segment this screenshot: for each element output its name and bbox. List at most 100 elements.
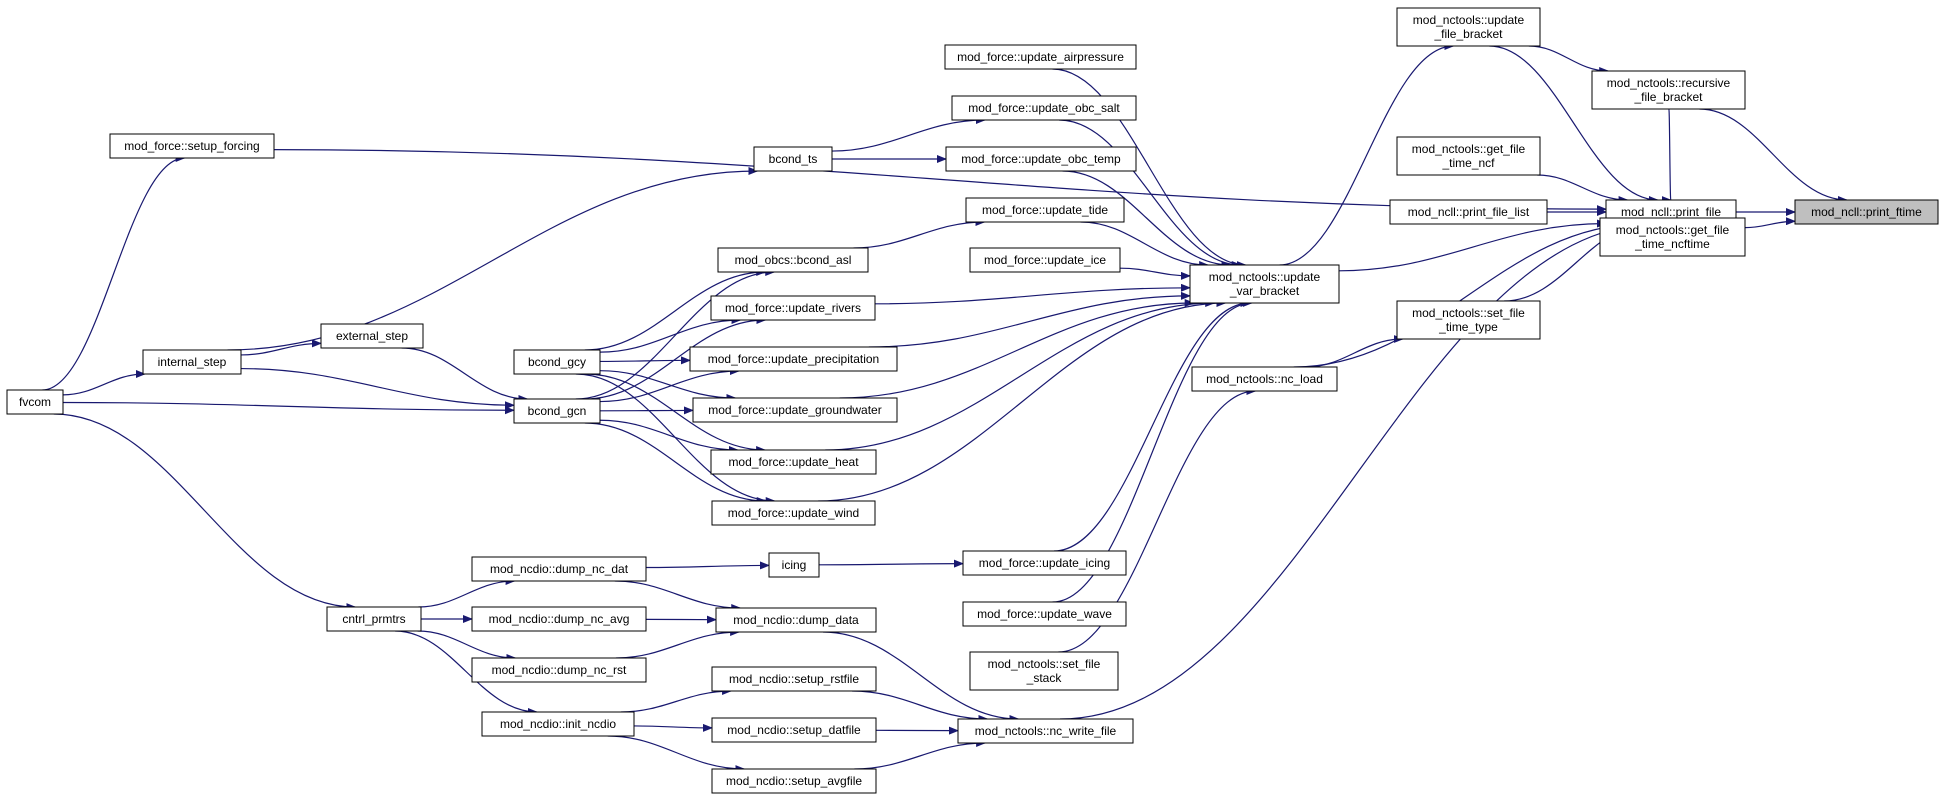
node-label: mod_ncdio::setup_datfile	[727, 723, 861, 737]
node-box	[969, 651, 1119, 691]
edge-nc_load-to-set_file_time_type	[1305, 335, 1404, 368]
edge-fvcom-to-cntrl_prmtrs	[53, 413, 357, 611]
node-box	[1389, 199, 1548, 225]
node-update_file_bracket[interactable]: mod_nctools::update_file_bracket	[1396, 7, 1541, 47]
node-box	[715, 607, 877, 633]
node-nc_write_file[interactable]: mod_nctools::nc_write_file	[957, 718, 1134, 744]
node-update_wind[interactable]: mod_force::update_wind	[711, 500, 876, 526]
node-update_airpressure[interactable]: mod_force::update_airpressure	[944, 44, 1137, 70]
edge-init_ncdio-to-setup_datfile	[633, 723, 713, 732]
node-dump_data[interactable]: mod_ncdio::dump_data	[715, 607, 877, 633]
node-label: mod_force::update_icing	[979, 556, 1110, 570]
node-update_precipitation[interactable]: mod_force::update_precipitation	[689, 346, 898, 372]
node-recursive_file_bracket[interactable]: mod_nctools::recursive_file_bracket	[1591, 70, 1746, 110]
node-box	[326, 606, 422, 632]
node-dump_nc_dat[interactable]: mod_ncdio::dump_nc_dat	[471, 556, 647, 582]
node-label: _time_ncf	[1441, 156, 1495, 170]
node-setup_datfile[interactable]: mod_ncdio::setup_datfile	[711, 717, 877, 743]
node-external_step[interactable]: external_step	[320, 323, 424, 349]
node-icing[interactable]: icing	[768, 552, 820, 578]
edge-fvcom-to-setup_forcing	[42, 154, 186, 391]
edge-setup_forcing-to-print_file	[273, 149, 1607, 214]
node-label: fvcom	[19, 395, 51, 409]
node-label: mod_ncdio::dump_nc_avg	[489, 612, 630, 626]
node-label: mod_nctools::recursive	[1607, 76, 1731, 90]
node-print_file_list[interactable]: mod_ncll::print_file_list	[1389, 199, 1548, 225]
node-internal_step[interactable]: internal_step	[142, 349, 242, 375]
node-bcond_gcn[interactable]: bcond_gcn	[513, 398, 601, 424]
node-label: bcond_gcn	[528, 404, 587, 418]
node-label: mod_force::update_obc_salt	[968, 101, 1120, 115]
edge-update_groundwater-to-update_var_bracket	[839, 299, 1195, 399]
node-update_heat[interactable]: mod_force::update_heat	[710, 449, 877, 475]
node-get_file_time_ncftime[interactable]: mod_nctools::get_file_time_ncftime	[1599, 217, 1746, 257]
node-label: _time_ncftime	[1634, 237, 1710, 251]
edge-update_file_bracket-to-recursive_file_bracket	[1528, 45, 1610, 75]
node-update_groundwater[interactable]: mod_force::update_groundwater	[692, 397, 898, 423]
node-setup_forcing[interactable]: mod_force::setup_forcing	[109, 133, 275, 159]
node-bcond_ts[interactable]: bcond_ts	[753, 146, 833, 172]
node-update_var_bracket[interactable]: mod_nctools::update_var_bracket	[1189, 264, 1340, 304]
node-label: mod_obcs::bcond_asl	[735, 253, 852, 267]
edge-bcond_gcn-to-update_rivers	[584, 316, 767, 400]
node-print_ftime[interactable]: mod_ncll::print_ftime	[1794, 199, 1939, 225]
node-dump_nc_rst[interactable]: mod_ncdio::dump_nc_rst	[471, 657, 647, 683]
node-box	[1599, 217, 1746, 257]
node-update_tide[interactable]: mod_force::update_tide	[965, 197, 1125, 223]
node-box	[944, 44, 1137, 70]
edge-bcond_gcy-to-bcond_asl	[584, 268, 767, 351]
edge-external_step-to-bcond_gcn	[401, 347, 529, 403]
node-init_ncdio[interactable]: mod_ncdio::init_ncdio	[481, 711, 635, 737]
edge-nc_write_file-to-print_file	[1059, 220, 1658, 720]
node-label: mod_ncll::print_ftime	[1811, 205, 1922, 219]
node-setup_rstfile[interactable]: mod_ncdio::setup_rstfile	[711, 666, 877, 692]
node-nc_load[interactable]: mod_nctools::nc_load	[1191, 366, 1338, 392]
node-dump_nc_avg[interactable]: mod_ncdio::dump_nc_avg	[471, 606, 647, 632]
edge-bcond_gcy-to-update_wind	[575, 373, 776, 505]
node-get_file_time_ncf[interactable]: mod_nctools::get_file_time_ncf	[1396, 136, 1541, 176]
nodes-layer: mod_ncll::print_ftime mod_ncll::print_fil…	[6, 7, 1939, 794]
node-box	[969, 247, 1121, 273]
node-label: mod_nctools::get_file	[1616, 223, 1730, 237]
node-fvcom[interactable]: fvcom	[6, 389, 64, 415]
node-box	[689, 346, 898, 372]
node-box	[957, 718, 1134, 744]
node-bcond_gcy[interactable]: bcond_gcy	[513, 349, 601, 375]
node-bcond_asl[interactable]: mod_obcs::bcond_asl	[717, 247, 869, 273]
node-label: mod_force::setup_forcing	[124, 139, 259, 153]
edge-bcond_gcy-to-update_groundwater	[599, 370, 737, 402]
node-box	[1396, 136, 1541, 176]
node-label: mod_force::update_precipitation	[708, 352, 879, 366]
node-update_rivers[interactable]: mod_force::update_rivers	[710, 295, 876, 321]
node-label: _time_type	[1438, 320, 1498, 334]
edge-update_airpressure-to-update_var_bracket	[1052, 68, 1247, 269]
node-set_file_stack[interactable]: mod_nctools::set_file_stack	[969, 651, 1119, 691]
edge-update_precipitation-to-update_var_bracket	[868, 291, 1191, 348]
node-box	[1591, 70, 1746, 110]
node-label: mod_ncll::print_file_list	[1408, 205, 1530, 219]
edge-update_obc_salt-to-update_var_bracket	[1059, 119, 1242, 269]
node-setup_avgfile[interactable]: mod_ncdio::setup_avgfile	[711, 768, 877, 794]
node-label: bcond_ts	[769, 152, 818, 166]
node-update_wave[interactable]: mod_force::update_wave	[962, 601, 1127, 627]
node-box	[710, 295, 876, 321]
node-update_obc_salt[interactable]: mod_force::update_obc_salt	[951, 95, 1137, 121]
node-box	[768, 552, 820, 578]
node-box	[962, 601, 1127, 627]
node-label: mod_force::update_rivers	[725, 301, 861, 315]
edge-bcond_gcy-to-update_rivers	[599, 316, 742, 353]
node-label: _stack	[1026, 671, 1063, 685]
node-update_icing[interactable]: mod_force::update_icing	[962, 550, 1127, 576]
node-set_file_time_type[interactable]: mod_nctools::set_file_time_type	[1396, 300, 1541, 340]
node-update_ice[interactable]: mod_force::update_ice	[969, 247, 1121, 273]
edge-init_ncdio-to-setup_avgfile	[607, 735, 746, 773]
edge-cntrl_prmtrs-to-dump_nc_rst	[417, 630, 517, 662]
edge-dump_data-to-nc_write_file	[822, 631, 1020, 723]
node-label: mod_force::update_heat	[728, 455, 859, 469]
node-update_obc_temp[interactable]: mod_force::update_obc_temp	[945, 146, 1137, 172]
node-cntrl_prmtrs[interactable]: cntrl_prmtrs	[326, 606, 422, 632]
node-box	[471, 606, 647, 632]
edge-recursive_file_bracket-to-print_ftime	[1699, 108, 1849, 204]
node-box	[471, 657, 647, 683]
node-box	[1189, 264, 1340, 304]
